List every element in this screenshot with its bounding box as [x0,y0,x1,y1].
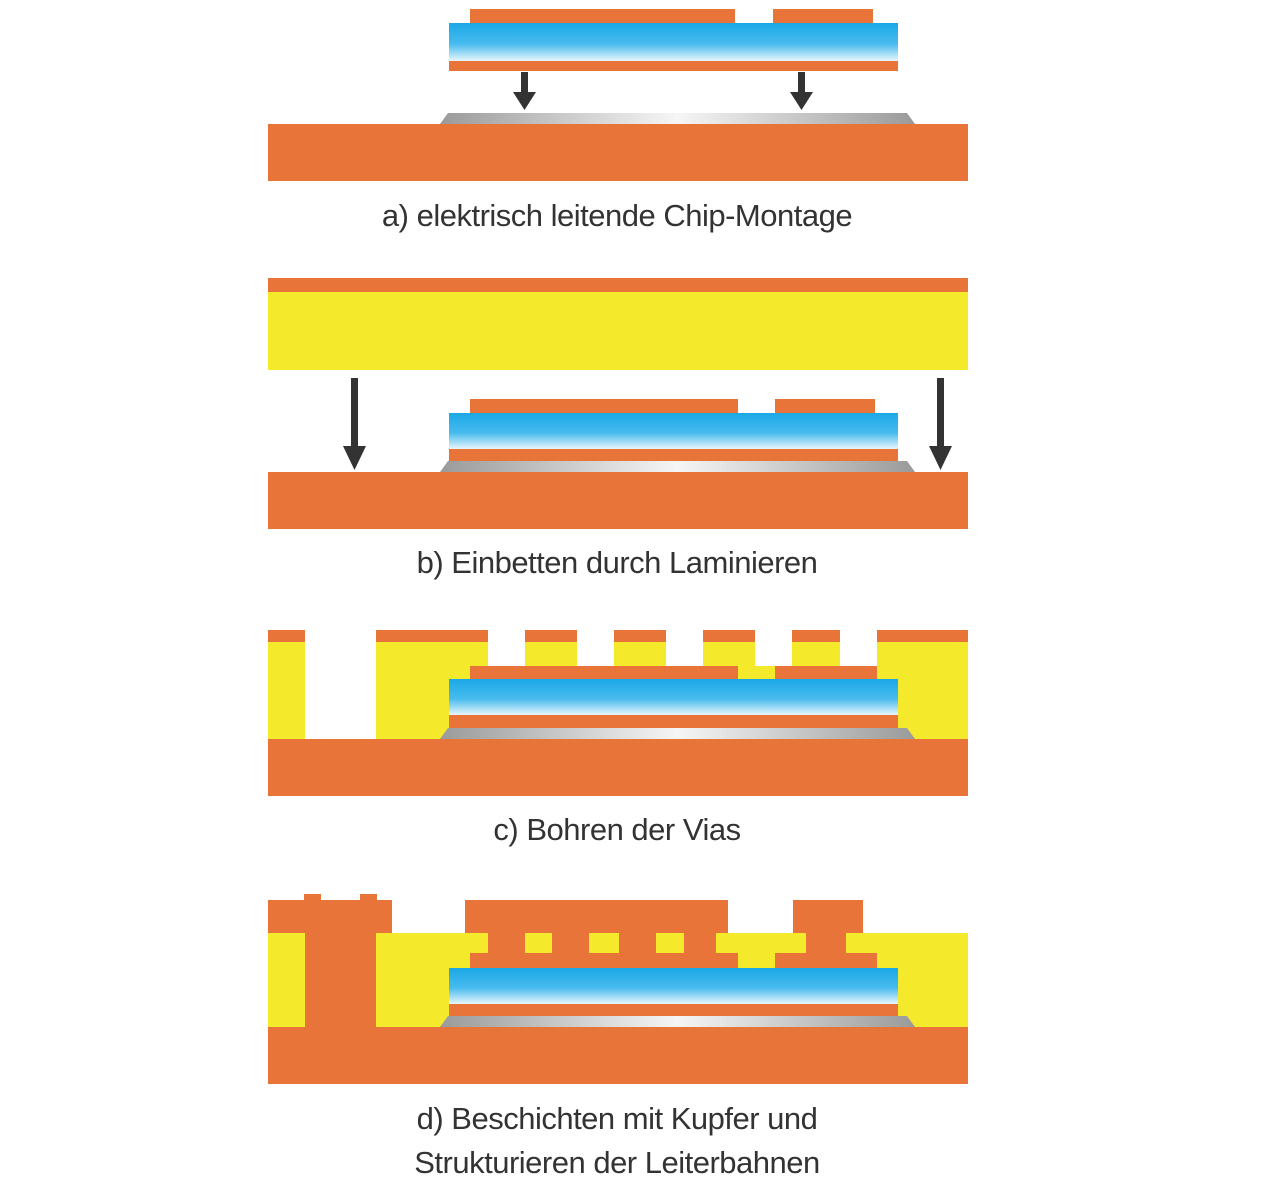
copper-via-fill [619,932,656,954]
caption-step-d-line-2: Strukturieren der Leiterbahnen [414,1145,819,1180]
chip-die [449,413,898,449]
via-hole [755,630,792,666]
caption-step-c: c) Bohren der Vias [493,812,740,847]
down-arrow-icon [929,378,952,470]
substrate-copper [268,124,968,181]
top-copper-segment [614,630,666,642]
down-arrow-icon [790,72,813,110]
copper-trace [268,900,392,933]
chip-die [449,23,898,61]
caption-step-a: a) elektrisch leitende Chip-Montage [382,198,852,233]
chip-top-pad-right [773,9,873,23]
copper-bump [304,894,321,901]
step-d: d) Beschichten mit Kupfer und Strukturie… [268,894,968,1180]
conductive-adhesive [440,1016,915,1027]
chip-bottom-metal [449,61,898,71]
substrate-copper [268,739,968,796]
chip-die [449,679,898,715]
caption-step-d-line-1: d) Beschichten mit Kupfer und [417,1101,818,1136]
via-hole [840,630,877,666]
top-copper-segment [268,630,305,642]
top-copper-segment [703,630,755,642]
substrate-copper [268,472,968,529]
top-copper-segment [792,630,840,642]
chip-top-pad-left [470,953,738,968]
via-hole [666,630,703,666]
chip-top-pad-right [775,399,875,413]
chip-die [449,968,898,1004]
chip-top-pad-right [775,666,877,679]
via-hole [488,630,525,666]
copper-bump [360,894,377,901]
caption-step-b: b) Einbetten durch Laminieren [417,545,818,580]
down-arrow-icon [513,72,536,110]
copper-via-fill [684,932,716,954]
conductive-adhesive [440,461,915,472]
chip-top-pad-left [470,666,738,679]
copper-via-fill [488,932,525,954]
chip-bottom-metal [449,449,898,461]
chip-top-pad-left [470,399,738,413]
chip-bottom-metal [449,715,898,728]
conductive-adhesive [440,728,915,739]
copper-via-fill [552,932,589,954]
laminate-prepreg [268,292,968,370]
chip-top-pad-right [775,953,877,968]
top-copper-segment [525,630,577,642]
step-b: b) Einbetten durch Laminieren [268,278,968,580]
top-copper-segment [877,630,968,642]
copper-trace [793,900,863,933]
step-c: c) Bohren der Vias [268,630,968,847]
chip-top-pad-left [470,9,735,23]
step-a: a) elektrisch leitende Chip-Montage [268,9,968,233]
top-copper-foil [268,278,968,292]
copper-trace [465,900,728,933]
chip-bottom-metal [449,1004,898,1016]
top-copper-segment [376,630,488,642]
conductive-adhesive [440,113,915,124]
copper-via-fill [806,932,846,954]
down-arrow-icon [343,378,366,470]
laminate-segment [268,642,305,740]
copper-via-fill [305,933,376,1027]
via-hole [577,630,614,666]
substrate-copper [268,1027,968,1084]
